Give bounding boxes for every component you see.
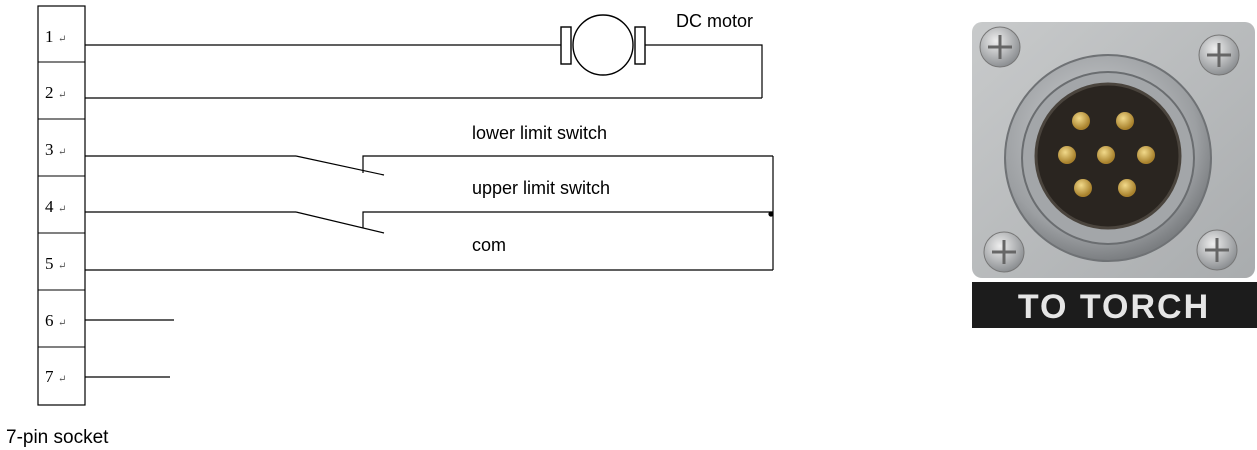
wire-motor-return — [645, 44, 763, 98]
socket-outline — [37, 5, 86, 406]
label-plate — [972, 282, 1257, 328]
socket-block: 1 ↵ 2 ↵ 3 ↵ 4 ↵ 5 ↵ 6 ↵ 7 ↵ 7-pin socket — [6, 5, 109, 448]
connector-pin — [1137, 146, 1155, 164]
connector-pins — [1058, 112, 1155, 197]
return-mark: ↵ — [58, 318, 66, 329]
wire-lower-switch — [362, 155, 773, 173]
return-mark: ↵ — [58, 147, 66, 158]
socket-caption: 7-pin socket — [6, 427, 109, 448]
junction-dot — [768, 211, 774, 217]
upper-switch-blade — [295, 211, 385, 234]
connector-pin — [1118, 179, 1136, 197]
wire-upper-switch — [362, 211, 773, 228]
return-mark: ↵ — [58, 261, 66, 272]
connector-pin — [1058, 146, 1076, 164]
wires — [85, 44, 774, 378]
return-mark: ↵ — [58, 34, 66, 45]
connector-pin — [1116, 112, 1134, 130]
return-mark: ↵ — [58, 204, 66, 215]
upper-switch-label: upper limit switch — [472, 178, 610, 198]
screw-icon — [983, 231, 1025, 273]
pin-6-label: 6 — [45, 311, 54, 330]
com-label: com — [472, 235, 506, 255]
connector-photo: TO TORCH — [972, 22, 1257, 328]
screw-icon — [979, 26, 1021, 68]
screw-icon — [1196, 229, 1238, 271]
plate-text: TO TORCH — [1018, 288, 1210, 326]
screw-icon — [1198, 34, 1240, 76]
connector-pin — [1072, 112, 1090, 130]
pin-7-label: 7 — [45, 367, 54, 386]
motor-label: DC motor — [676, 11, 753, 31]
return-mark: ↵ — [58, 90, 66, 101]
dc-motor-icon — [560, 14, 646, 76]
pin-4-label: 4 — [45, 197, 54, 216]
connector-pin — [1097, 146, 1115, 164]
pin-2-label: 2 — [45, 83, 54, 102]
pin-5-label: 5 — [45, 254, 54, 273]
pin-1-label: 1 — [45, 27, 54, 46]
lower-switch-blade — [295, 155, 385, 176]
pin-3-label: 3 — [45, 140, 54, 159]
lower-switch-label: lower limit switch — [472, 123, 607, 143]
return-mark: ↵ — [58, 374, 66, 385]
connector-pin — [1074, 179, 1092, 197]
